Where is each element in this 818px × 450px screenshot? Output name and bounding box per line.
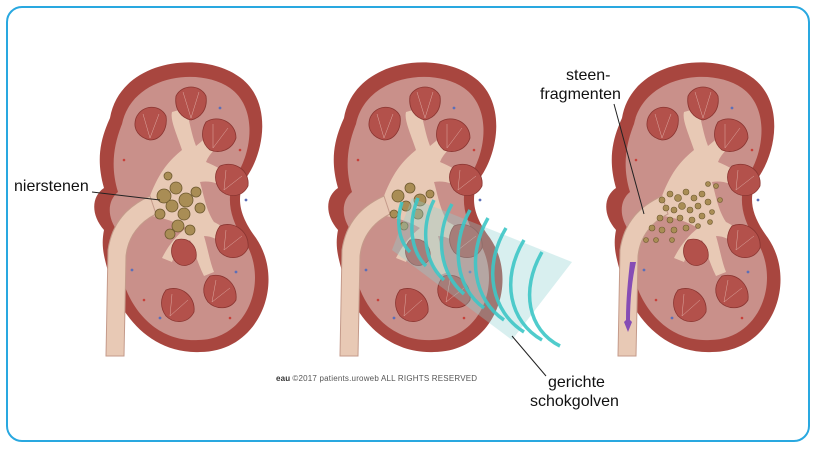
kidney-with-fragments bbox=[606, 62, 780, 356]
label-kidney-stones: nierstenen bbox=[14, 177, 89, 196]
label-shock-waves-line2: schokgolven bbox=[530, 392, 619, 411]
kidney-with-stones bbox=[92, 62, 269, 356]
copyright-text: ©2017 patients.uroweb ALL RIGHTS RESERVE… bbox=[292, 374, 477, 383]
shock-waves-leader-line bbox=[512, 336, 546, 376]
eau-logo: eau bbox=[276, 374, 290, 383]
label-stone-fragments-line1: steen- bbox=[566, 66, 610, 85]
label-stone-fragments-line2: fragmenten bbox=[540, 85, 621, 104]
label-shock-waves-line1: gerichte bbox=[548, 373, 605, 392]
copyright-notice: eau©2017 patients.uroweb ALL RIGHTS RESE… bbox=[276, 374, 477, 383]
